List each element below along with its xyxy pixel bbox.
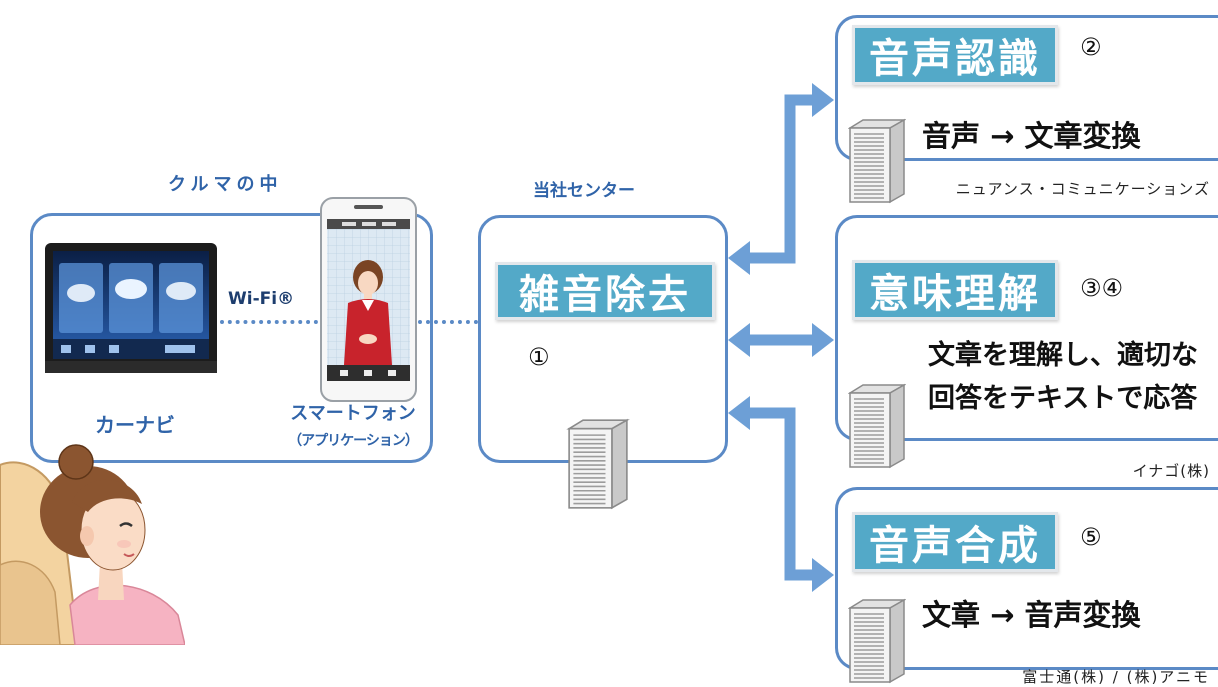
wifi-connection-line: [220, 320, 318, 324]
speech-recognition-tab: 音声認識: [852, 25, 1058, 85]
speech-recognition-provider: ニュアンス・コミュニケーションズ: [955, 180, 1210, 198]
meaning-understanding-description-line-1: 文章を理解し、適切な: [928, 340, 1198, 371]
car-section-title: クルマの中: [168, 174, 283, 195]
center-step-marker: ①: [528, 343, 550, 371]
car-navigation-label: カーナビ: [95, 413, 175, 437]
meaning-understanding-provider: イナゴ(株): [1132, 462, 1210, 480]
server-icon: [565, 418, 631, 510]
meaning-understanding-step-marker: ③④: [1080, 274, 1124, 302]
speech-recognition-description: 音声 → 文章変換: [922, 119, 1141, 153]
noise-removal-tab: 雑音除去: [495, 262, 715, 320]
speech-synthesis-step-marker: ⑤: [1080, 523, 1102, 551]
server-icon: [848, 118, 906, 204]
speech-synthesis-tab: 音声合成: [852, 512, 1058, 572]
speech-synthesis-description: 文章 → 音声変換: [922, 598, 1141, 632]
speech-synthesis-provider: 富士通(株) / (株)アニモ: [1022, 668, 1210, 686]
meaning-understanding-description-line-2: 回答をテキストで応答: [928, 383, 1198, 414]
speech-recognition-step-marker: ②: [1080, 33, 1102, 61]
meaning-understanding-tab: 意味理解: [852, 260, 1058, 320]
driver-illustration: [0, 440, 185, 645]
smartphone-label: スマートフォン: [290, 403, 416, 424]
server-icon: [848, 383, 906, 469]
connection-arrows: [720, 80, 840, 595]
arrow-to-speech-recognition: [728, 83, 834, 275]
center-section-title: 当社センター: [533, 181, 635, 201]
application-label: （アプリケーション）: [288, 433, 419, 449]
wifi-label: Wi-Fi®: [228, 289, 295, 309]
network-connection-line: [418, 320, 478, 324]
arrow-to-meaning-understanding: [728, 323, 834, 357]
server-icon: [848, 598, 906, 684]
smartphone-icon: [320, 197, 417, 402]
car-navigation-icon: [45, 243, 217, 373]
arrow-to-speech-synthesis: [728, 396, 834, 592]
